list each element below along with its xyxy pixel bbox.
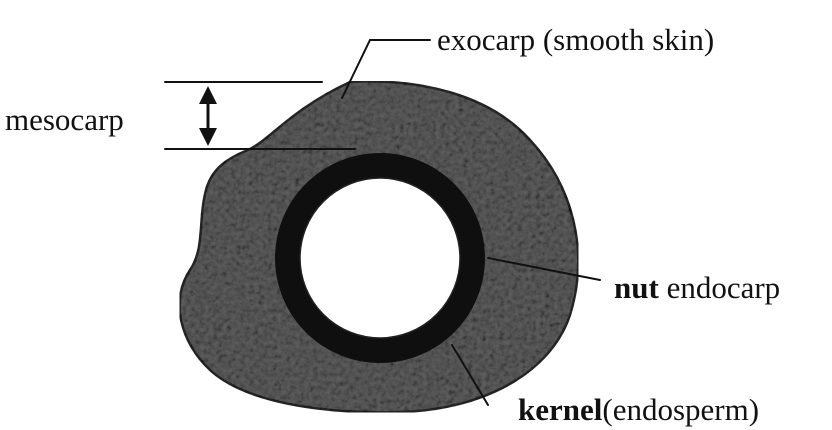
endosperm-label-text: (endosperm) <box>602 392 759 427</box>
mesocarp-label: mesocarp <box>5 102 124 137</box>
endocarp-label-text: endocarp <box>659 270 780 305</box>
kernel-label-bold: kernel <box>518 392 603 427</box>
nut-endocarp-label: nut endocarp <box>614 270 780 305</box>
exocarp-label: exocarp (smooth skin) <box>437 22 714 57</box>
nut-label-bold: nut <box>614 270 659 305</box>
mesocarp-thickness-arrow <box>199 86 217 146</box>
kernel-endosperm <box>300 178 460 338</box>
kernel-endosperm-label: kernel(endosperm) <box>518 392 759 427</box>
